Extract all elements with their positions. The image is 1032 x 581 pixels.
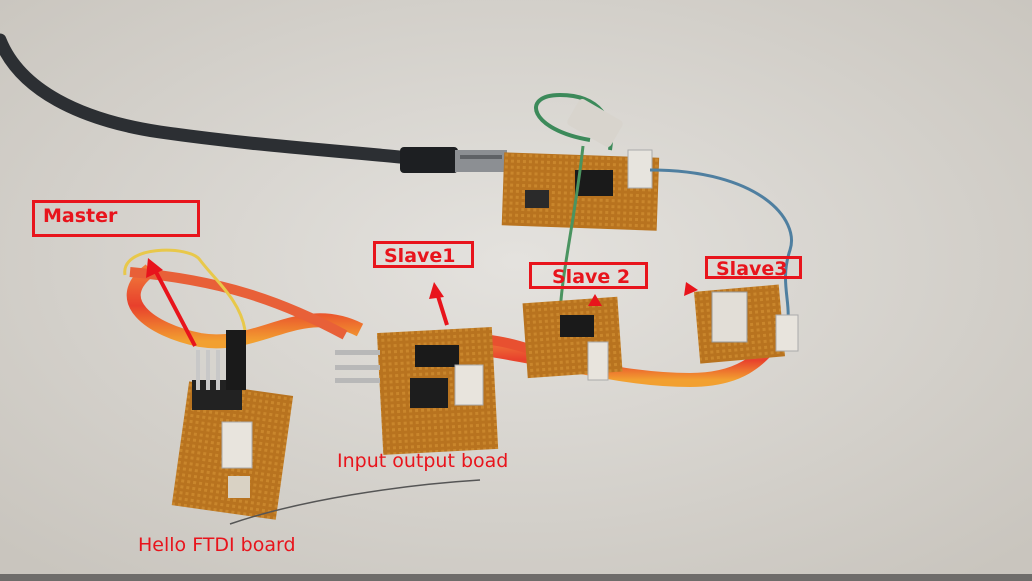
slave1-label: Slave1: [373, 241, 474, 268]
master-label: Master: [32, 200, 200, 237]
input-output-board: [335, 327, 499, 455]
slave2-label: Slave 2: [529, 262, 648, 289]
annotation-arrows: [146, 258, 698, 347]
usb-plug-metal: [455, 150, 507, 172]
hello-ftdi-caption: Hello FTDI board: [138, 534, 296, 556]
top-board: [501, 149, 660, 231]
yellow-wire: [123, 248, 247, 331]
slave2-board: [522, 296, 623, 381]
blue-wire: [649, 168, 793, 321]
slave3-label: Slave3: [705, 256, 802, 279]
usb-cable: [0, 33, 417, 165]
input-output-caption: Input output boad: [337, 450, 509, 472]
usb-plug-body: [400, 147, 458, 173]
hello-ftdi-board: [171, 330, 294, 520]
bottom-shadow: [0, 574, 1032, 581]
slave3-board: [694, 284, 799, 364]
